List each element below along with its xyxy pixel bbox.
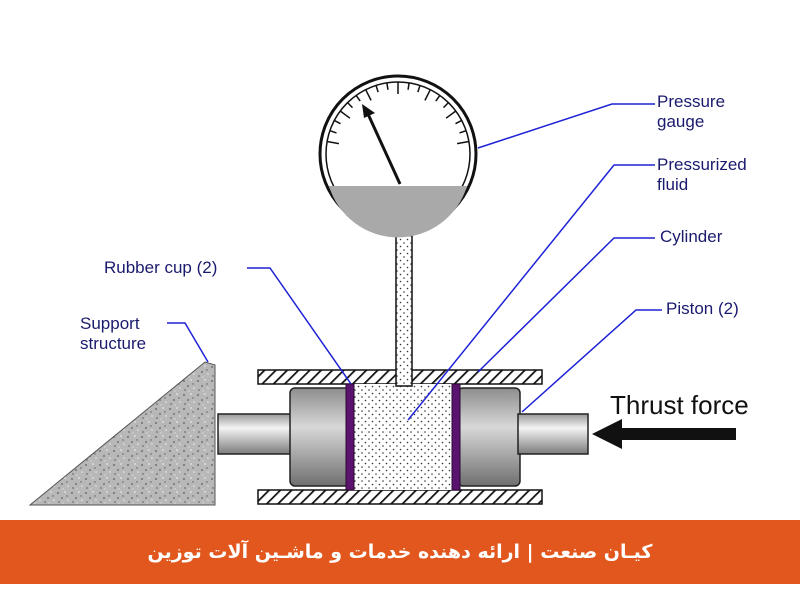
gauge-tick (329, 129, 337, 134)
gauge-tick (386, 82, 389, 90)
right-rod (517, 413, 589, 455)
gauge-tick (339, 110, 351, 119)
gauge-tick (355, 94, 361, 102)
gauge-tick (456, 140, 470, 145)
label-pressure-gauge-line1: Pressure (657, 92, 726, 111)
label-pressurized-fluid-line2: fluid (657, 175, 689, 194)
gauge-tick (417, 85, 421, 93)
left-rubber-cup (345, 383, 355, 491)
gauge-tick (455, 119, 463, 125)
gauge-tick (407, 82, 410, 90)
gauge-tick (435, 94, 441, 102)
label-support-structure: Support structure (80, 314, 146, 354)
left-piston (289, 387, 351, 487)
load-cell-diagram (28, 74, 736, 506)
gauge-tick (442, 102, 449, 109)
gauge-tick (424, 89, 431, 101)
label-pressurized-fluid-line1: Pressurized (657, 155, 747, 174)
gauge-tick (365, 89, 372, 101)
support-structure (28, 361, 216, 506)
gauge-tick (459, 129, 467, 134)
label-support-structure-line2: structure (80, 334, 147, 353)
leader-lines (167, 103, 662, 421)
label-pressurized-fluid: Pressurized fluid (657, 155, 747, 195)
label-support-structure-line1: Support (80, 314, 140, 333)
label-rubber-cup: Rubber cup (2) (104, 258, 218, 277)
label-cylinder: Cylinder (660, 227, 723, 246)
left-rod (217, 413, 293, 455)
label-piston: Piston (2) (666, 299, 739, 318)
thrust-arrow (592, 419, 736, 449)
right-rubber-cup (451, 383, 461, 491)
footer-text: کیـان صنعت | ارائه دهنده خدمات و ماشـین … (147, 541, 653, 563)
gauge-tick (375, 85, 379, 93)
right-piston (457, 387, 521, 487)
cylinder-wall-bottom (257, 489, 543, 505)
footer-banner: کیـان صنعت | ارائه دهنده خدمات و ماشـین … (0, 520, 800, 584)
pressure-gauge (318, 74, 478, 238)
gauge-tick (333, 119, 341, 125)
label-thrust-force: Thrust force (610, 390, 749, 420)
gauge-tick (347, 102, 354, 109)
label-pressure-gauge-line2: gauge (657, 112, 705, 131)
gauge-tick (445, 110, 457, 119)
pressurized-fluid (352, 384, 452, 490)
gauge-needle (366, 113, 402, 185)
gauge-tick (326, 140, 340, 145)
label-pressure-gauge: Pressure gauge (657, 92, 725, 132)
fluid-tube (395, 227, 413, 387)
